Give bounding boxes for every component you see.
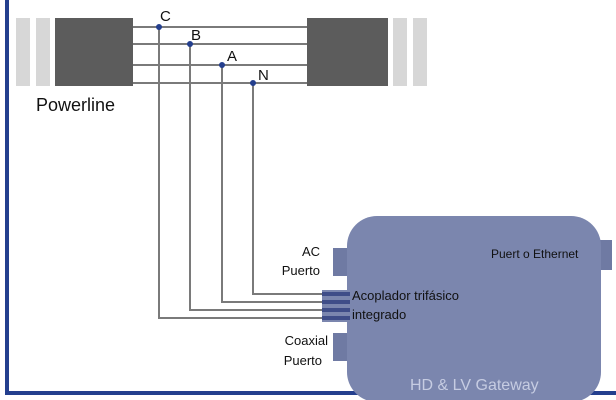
coax-port-label-line1: Coaxial bbox=[285, 333, 328, 348]
drop-wire-b bbox=[189, 44, 322, 311]
conductor-labels: C B A N bbox=[160, 8, 269, 84]
powerline-conductors bbox=[130, 26, 310, 84]
tap-points bbox=[156, 24, 256, 86]
insulator-left-1 bbox=[16, 18, 30, 86]
coax-port-label-line2: Puerto bbox=[284, 353, 322, 368]
tap-point-n bbox=[250, 80, 256, 86]
gateway-name: HD & LV Gateway bbox=[410, 377, 539, 394]
coupler-stripe-b bbox=[322, 308, 350, 312]
coupler-label: Acoplador trifásico integrado bbox=[352, 288, 459, 322]
tap-point-a bbox=[219, 62, 225, 68]
drop-wire-c bbox=[158, 27, 322, 319]
insulator-left-2 bbox=[36, 18, 50, 86]
ac-port-label: AC Puerto bbox=[282, 244, 320, 278]
conductor-label-b: B bbox=[191, 27, 201, 44]
conductor-label-c: C bbox=[160, 8, 171, 25]
coupler-stripe-a bbox=[322, 300, 350, 304]
coupler-label-line2: integrado bbox=[352, 307, 406, 322]
tap-point-b bbox=[187, 41, 193, 47]
cable-block-left bbox=[55, 18, 133, 86]
insulator-right-1 bbox=[393, 18, 407, 86]
coupler-connector bbox=[322, 290, 350, 322]
ac-port-label-line1: AC bbox=[302, 244, 320, 259]
conductor-label-a: A bbox=[227, 48, 237, 65]
tap-point-c bbox=[156, 24, 162, 30]
powerline-label: Powerline bbox=[36, 95, 115, 115]
drop-wire-n bbox=[252, 83, 322, 295]
cable-block-right bbox=[307, 18, 388, 86]
coax-port-label: Coaxial Puerto bbox=[284, 333, 328, 368]
coupler-stripe-c bbox=[322, 316, 350, 320]
coupler-stripe-n bbox=[322, 292, 350, 296]
gateway-body bbox=[347, 216, 601, 400]
ac-port-label-line2: Puerto bbox=[282, 263, 320, 278]
drop-wire-a bbox=[221, 65, 322, 303]
ethernet-port-label: Puert o Ethernet bbox=[491, 247, 579, 261]
coupler-label-line1: Acoplador trifásico bbox=[352, 288, 459, 303]
insulator-right-2 bbox=[413, 18, 427, 86]
conductor-label-n: N bbox=[258, 67, 269, 84]
drop-wires bbox=[158, 27, 322, 319]
